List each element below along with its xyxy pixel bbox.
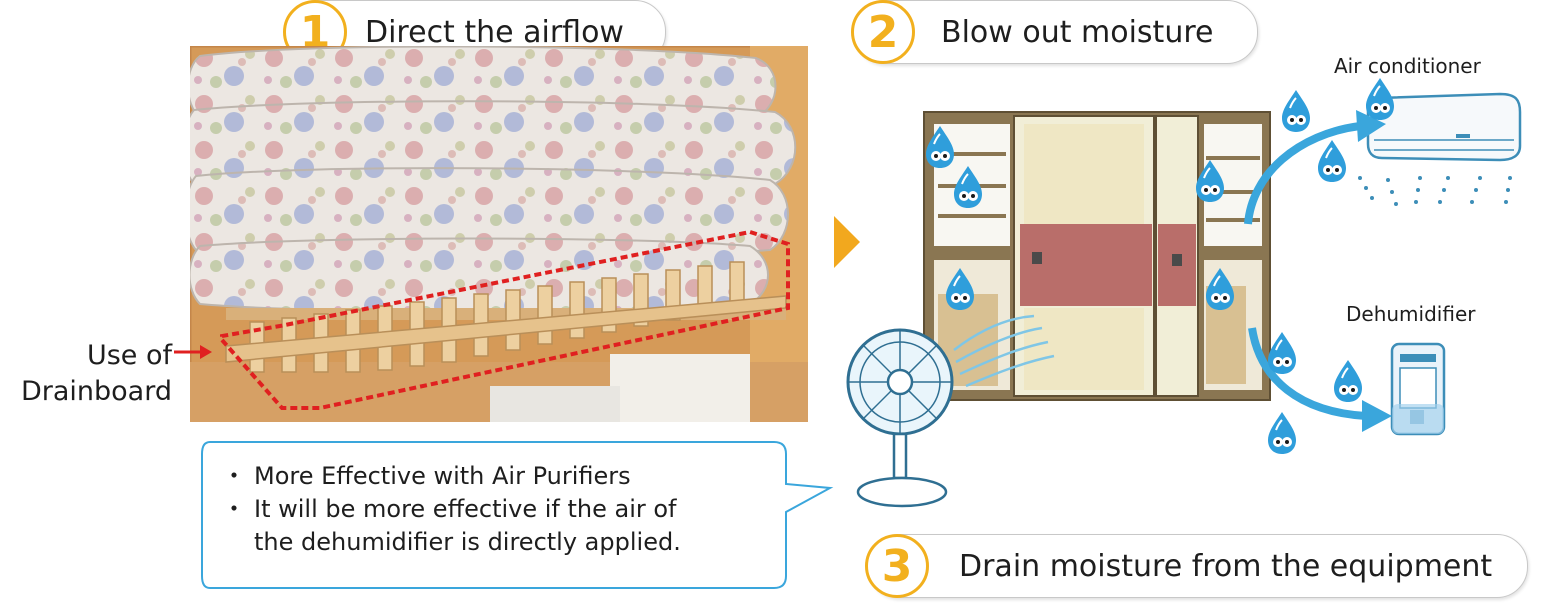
- step-2-label: Blow out moisture: [941, 14, 1214, 50]
- callout-bullet-1: More Effective with Air Purifiers: [222, 460, 786, 493]
- drainboard-side-label: Use of Drainboard: [0, 338, 172, 410]
- water-drop-icon: [1267, 411, 1297, 455]
- electric-fan-icon: [846, 328, 954, 508]
- step-2-pill: 2 Blow out moisture: [851, 0, 1258, 64]
- step-3-number: 3: [865, 534, 929, 598]
- side-label-line1: Use of: [86, 340, 172, 371]
- water-drop-icon: [1333, 359, 1363, 403]
- side-label-line2: Drainboard: [20, 376, 172, 407]
- step-2-number: 2: [851, 0, 915, 64]
- closet-scene: [846, 77, 1522, 508]
- step-1-label: Direct the airflow: [365, 14, 624, 50]
- air-conditioner-label: Air conditioner: [1334, 54, 1481, 78]
- dehumidifier-label: Dehumidifier: [1346, 302, 1476, 326]
- step-3-pill: 3 Drain moisture from the equipment: [865, 534, 1528, 598]
- callout-bullet-2-continued: the dehumidifier is directly applied.: [254, 528, 681, 556]
- play-arrow-icon: [834, 216, 860, 268]
- water-drop-icon: [1267, 331, 1297, 375]
- futon-drainboard-photo: [190, 46, 808, 422]
- callout-bullet-2: It will be more effective if the air of: [222, 493, 786, 526]
- water-drop-icon: [1365, 77, 1395, 121]
- red-pointer-arrow-icon: [174, 345, 212, 359]
- step-3-label: Drain moisture from the equipment: [959, 548, 1493, 584]
- water-drop-icon: [1281, 89, 1311, 133]
- water-drop-icon: [1317, 139, 1347, 183]
- dehumidifier-icon: [1390, 342, 1446, 436]
- callout-text: More Effective with Air Purifiers It wil…: [222, 460, 786, 559]
